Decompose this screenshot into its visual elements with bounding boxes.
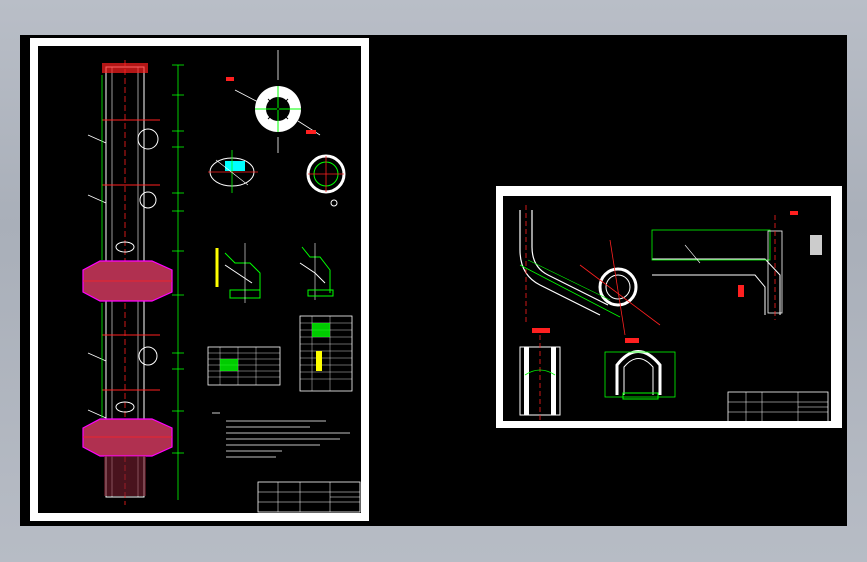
parts-table-right <box>299 315 353 392</box>
elbow-pipe-view <box>519 205 661 336</box>
flange-top-section-view <box>226 50 321 153</box>
weld-detail-a <box>215 243 261 303</box>
drawing-vectors <box>82 50 829 513</box>
technical-notes <box>212 412 350 458</box>
shaft-elevation-view <box>82 60 184 505</box>
bracket-detail-view <box>208 150 258 193</box>
right-title-block <box>727 391 829 423</box>
right-drawing-sheet <box>496 186 842 428</box>
ring-section-view <box>306 154 346 207</box>
cad-drawing-canvas[interactable] <box>20 35 847 526</box>
straight-pipe-view <box>651 211 822 320</box>
pipe-side-section <box>519 328 561 420</box>
weld-detail-b <box>299 243 334 300</box>
right-sheet-frame <box>503 196 831 421</box>
arch-section-view <box>604 338 676 400</box>
parts-table-left <box>207 346 281 386</box>
left-title-block <box>257 481 361 513</box>
